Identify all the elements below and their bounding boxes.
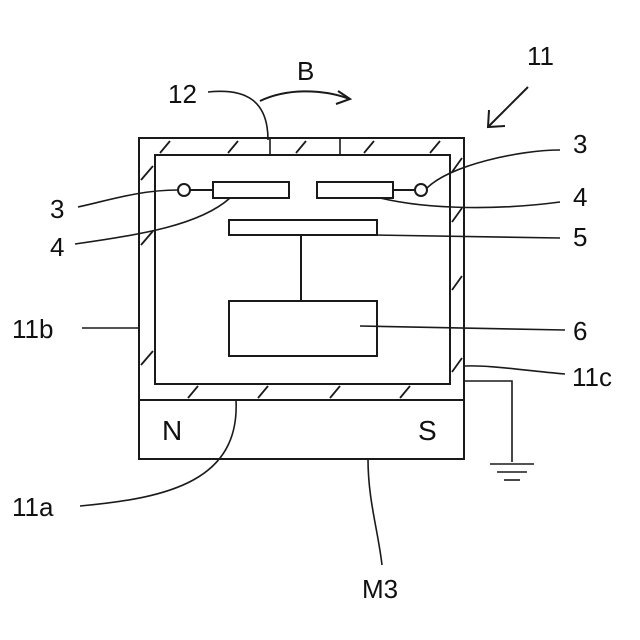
label-magnet: M3 — [362, 574, 398, 604]
magnet-block — [139, 400, 464, 459]
port-opening — [270, 138, 340, 155]
terminal-right — [415, 184, 427, 196]
label-bottom-wall: 11a — [12, 492, 54, 522]
ground-symbol — [464, 381, 534, 480]
label-port: 12 — [168, 79, 197, 109]
pole-south-label: S — [418, 415, 437, 446]
electrode-left — [213, 182, 289, 198]
label-plate: 5 — [573, 222, 587, 252]
leader-lines — [75, 91, 565, 565]
label-terminal-left: 3 — [50, 194, 64, 224]
label-electrode-left: 4 — [50, 232, 64, 262]
block-element — [229, 301, 377, 356]
label-wall-right: 11c — [572, 362, 612, 392]
pole-north-label: N — [162, 415, 182, 446]
plate-element — [229, 220, 377, 235]
label-wall-left: 11b — [12, 314, 53, 344]
label-block: 6 — [573, 316, 587, 346]
label-field: B — [297, 56, 314, 86]
label-device: 11 — [527, 41, 554, 71]
label-terminal-right: 3 — [573, 129, 587, 159]
device-arrow — [488, 87, 528, 127]
field-arrow — [260, 91, 350, 104]
label-electrode-right: 4 — [573, 182, 587, 212]
electrode-right — [317, 182, 393, 198]
terminal-left — [178, 184, 190, 196]
